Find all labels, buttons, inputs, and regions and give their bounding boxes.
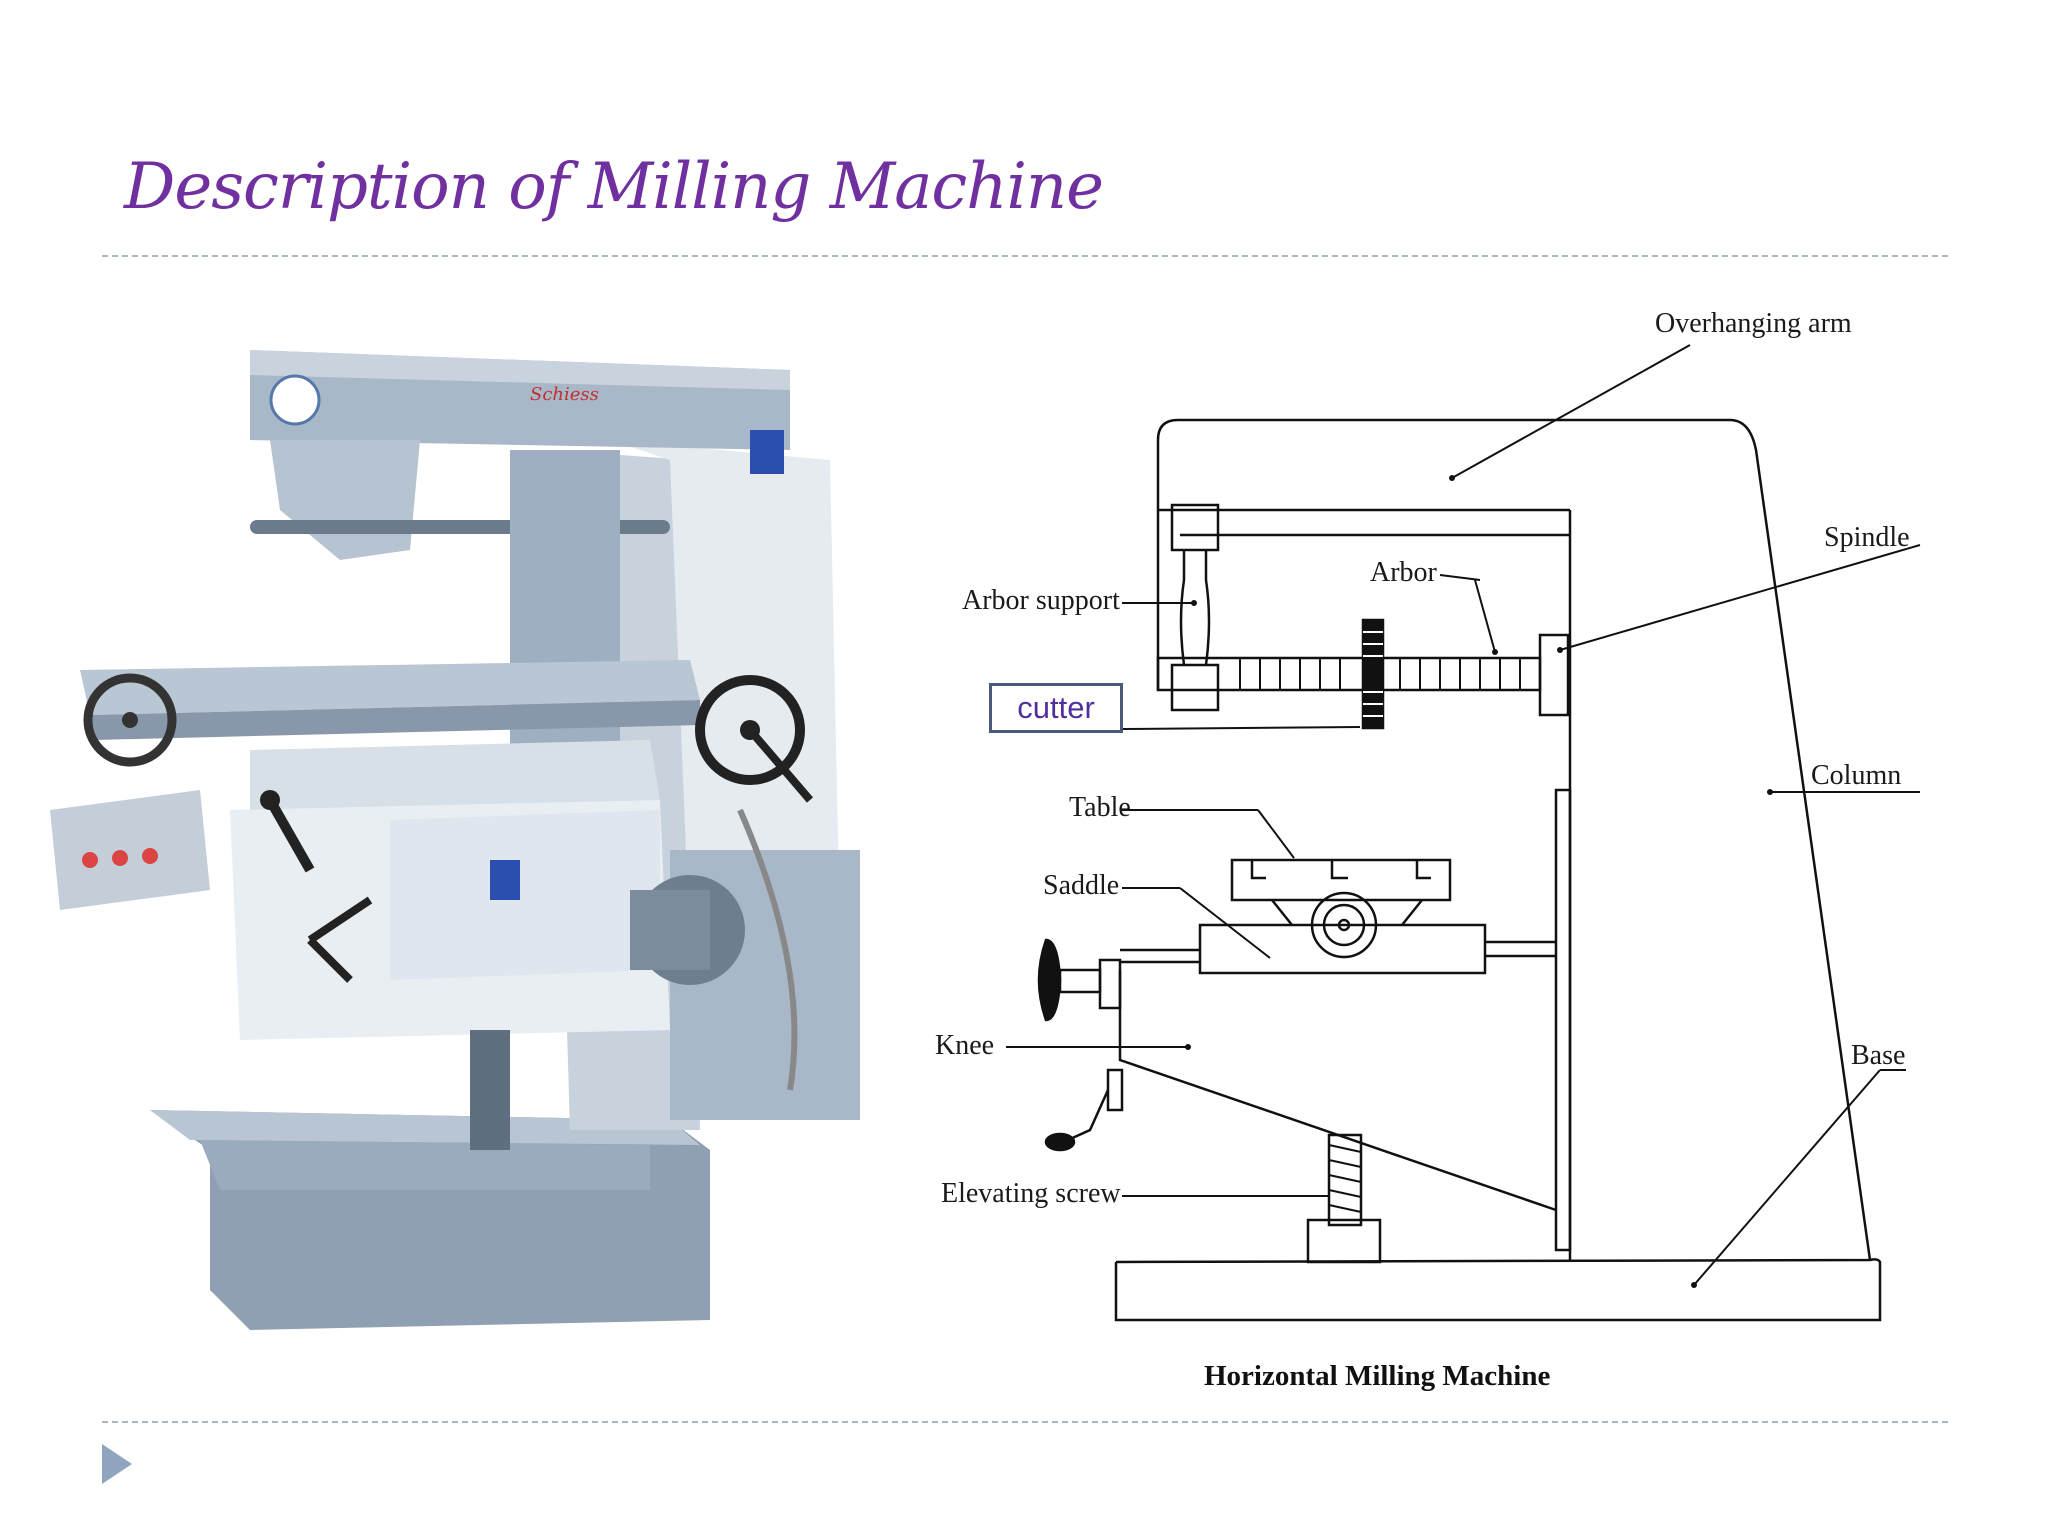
play-arrow-icon[interactable]	[102, 1444, 132, 1484]
label-elevating-screw: Elevating screw	[941, 1178, 1121, 1209]
label-cutter: cutter	[1017, 690, 1095, 725]
label-spindle: Spindle	[1824, 522, 1910, 553]
cutter-callout: cutter	[989, 683, 1123, 733]
diagram-caption: Horizontal Milling Machine	[1204, 1360, 1551, 1392]
slide-title: Description of Milling Machine	[124, 150, 1104, 224]
title-divider	[102, 255, 1948, 257]
label-arbor: Arbor	[1370, 557, 1437, 588]
label-knee: Knee	[935, 1030, 995, 1061]
label-base: Base	[1851, 1040, 1906, 1071]
milling-machine-photo: Schiess	[50, 330, 880, 1340]
label-arbor-support: Arbor support	[962, 585, 1120, 616]
horizontal-milling-diagram: Overhanging arm Spindle Arbor Arbor supp…	[920, 280, 1940, 1410]
label-overhanging-arm: Overhanging arm	[1655, 308, 1852, 339]
diagram-drawing	[1006, 344, 1921, 1322]
label-saddle: Saddle	[1043, 870, 1120, 901]
label-column: Column	[1811, 760, 1902, 791]
svg-text:Schiess: Schiess	[530, 384, 599, 405]
milling-machine-illustration: Schiess	[50, 350, 860, 1330]
footer-divider	[102, 1421, 1948, 1423]
label-table: Table	[1069, 792, 1131, 823]
